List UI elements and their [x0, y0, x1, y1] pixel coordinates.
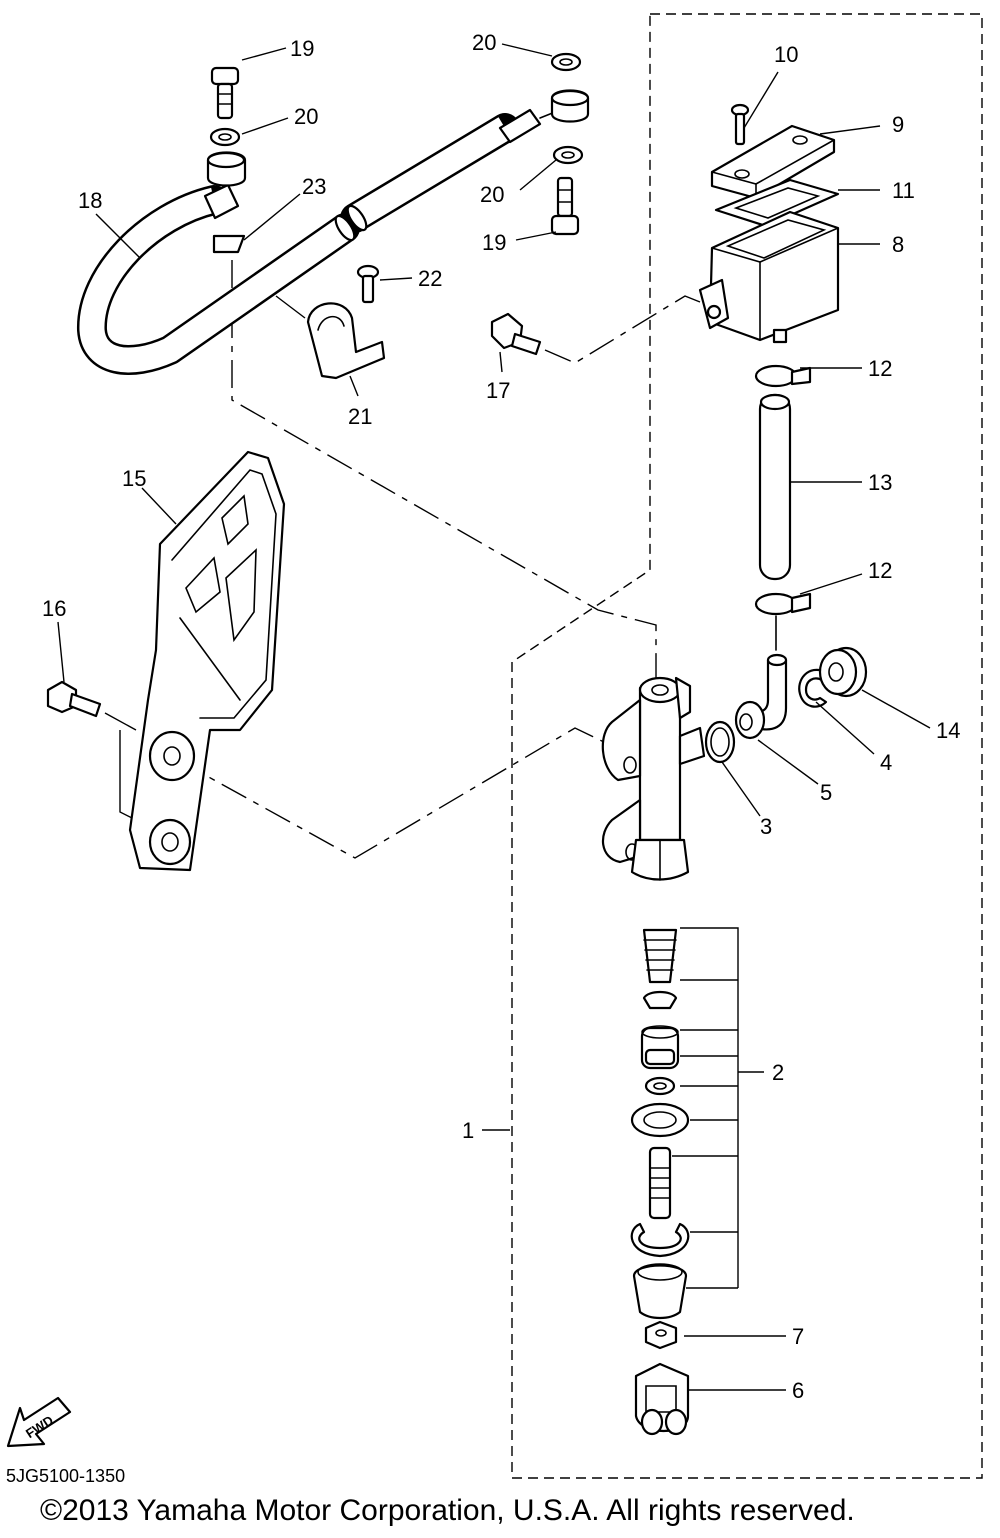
- diagram-code: 5JG5100-1350: [6, 1466, 126, 1486]
- callout-21: 21: [348, 404, 372, 429]
- copper-washer-top: [550, 52, 582, 72]
- callout-13: 13: [868, 470, 892, 495]
- circlip: [798, 668, 828, 708]
- callout-14: 14: [936, 718, 960, 743]
- lock-nut: [644, 1320, 678, 1350]
- o-ring-inner: [710, 727, 730, 757]
- spring-seat: [642, 990, 678, 1010]
- callout-11: 11: [892, 178, 915, 203]
- callout-20-right: 20: [480, 182, 504, 207]
- copper-washer-left: [209, 127, 241, 147]
- piston-kit-bracket: [672, 927, 764, 1289]
- copper-washer-right: [552, 145, 584, 165]
- callout-12-upper: 12: [868, 356, 892, 381]
- callout-10: 10: [774, 42, 798, 67]
- brake-hose: [77, 108, 561, 375]
- piston-washer: [644, 1076, 676, 1096]
- callout-2: 2: [772, 1060, 784, 1085]
- callout-12-lower: 12: [868, 558, 892, 583]
- hose-holder: [306, 302, 386, 380]
- reservoir-cap: [710, 124, 836, 200]
- callout-6: 6: [792, 1378, 804, 1403]
- callout-20-top: 20: [472, 30, 496, 55]
- clevis: [634, 1362, 690, 1436]
- alignment-line-hose-to-cylinder: [231, 260, 657, 700]
- alignment-line-bolt17-to-reservoir: [544, 295, 701, 364]
- washer-inner-left: [218, 133, 232, 141]
- leader-lines: [57, 43, 931, 1391]
- alignment-line-bracket-to-cylinder: [177, 727, 611, 859]
- callout-19-right: 19: [482, 230, 506, 255]
- return-spring: [642, 928, 678, 984]
- hose-joint: [734, 653, 788, 740]
- hose-clamp-upper: [754, 364, 812, 388]
- reservoir-bolt: [490, 312, 542, 356]
- callout-20-left: 20: [294, 104, 318, 129]
- lock-nut-hole: [655, 1329, 667, 1337]
- washer-inner-top: [559, 58, 573, 66]
- reservoir-diaphragm: [714, 178, 840, 228]
- callout-17: 17: [486, 378, 510, 403]
- callout-9: 9: [892, 112, 904, 137]
- callout-16: 16: [42, 596, 66, 621]
- holder-screw: [356, 264, 380, 304]
- master-cylinder-body: [601, 676, 706, 881]
- callout-18: 18: [78, 188, 102, 213]
- dust-boot: [632, 1263, 688, 1320]
- alignment-line-hose-to-clamp: [275, 295, 306, 319]
- piston-cup: [640, 1025, 680, 1070]
- hose-clip: [212, 234, 246, 254]
- callout-15: 15: [122, 466, 146, 491]
- copyright-notice: ©2013 Yamaha Motor Corporation, U.S.A. A…: [40, 1494, 855, 1527]
- forward-arrow-icon: FWD: [6, 1396, 72, 1448]
- callout-8: 8: [892, 232, 904, 257]
- callout-3: 3: [760, 814, 772, 839]
- banjo-fitting-upper-right: [550, 89, 590, 123]
- callout-1: 1: [462, 1118, 474, 1143]
- reservoir-boot: [818, 646, 868, 698]
- snap-ring: [630, 1222, 690, 1258]
- callout-19-top: 19: [290, 36, 314, 61]
- banjo-fitting-upper-left: [206, 151, 247, 187]
- union-bolt-left: [210, 66, 240, 120]
- push-rod-seat: [630, 1102, 690, 1138]
- callout-5: 5: [820, 780, 832, 805]
- master-cylinder-bracket: [128, 450, 286, 872]
- callout-7: 7: [792, 1324, 804, 1349]
- reservoir-hose: [758, 393, 792, 581]
- washer-inner-right: [561, 151, 575, 159]
- union-bolt-right: [550, 176, 580, 236]
- piston-washer-inner: [653, 1082, 667, 1090]
- hose-clamp-lower: [754, 592, 812, 616]
- reservoir-tank: [698, 210, 840, 344]
- assembly-boundary: [511, 13, 983, 1479]
- reservoir-cap-screw: [730, 103, 750, 146]
- push-rod: [648, 1146, 672, 1220]
- bracket-bolt: [46, 680, 102, 718]
- callout-23: 23: [302, 174, 326, 199]
- callout-4: 4: [880, 750, 892, 775]
- callout-22: 22: [418, 266, 442, 291]
